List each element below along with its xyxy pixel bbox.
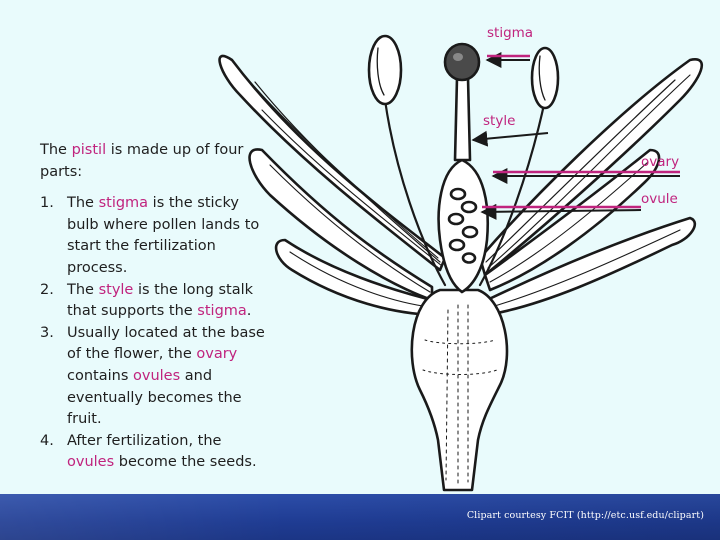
receptacle [412,290,507,490]
list-text: . [247,303,252,319]
description-panel: The pistil is made up of four parts: 1. T… [40,140,272,474]
label-style: style [483,113,515,129]
list-item: 1.The stigma is the sticky bulb where po… [40,193,272,279]
ovule-4 [463,227,477,237]
term-ovules: ovules [67,454,114,470]
flower-outline [220,36,702,490]
list-number: 1. [40,193,54,215]
term-pistil: pistil [72,142,107,158]
ovule-6 [463,254,475,263]
stigma-bulb [445,44,479,80]
label-ovary: ovary [641,154,679,170]
ovule-2 [462,202,476,212]
list-text: The [67,195,99,211]
intro-pre: The [40,142,72,158]
list-number: 3. [40,323,54,345]
anther-left [369,36,401,104]
parts-list: 1.The stigma is the sticky bulb where po… [40,193,272,474]
label-ovule: ovule [641,191,678,207]
label-stigma: stigma [487,25,533,41]
term-stigma: stigma [197,303,246,319]
ovary-body [439,160,488,292]
ovule-3 [449,214,463,224]
list-text: contains [67,368,133,384]
term-ovules: ovules [133,368,180,384]
term-stigma: stigma [99,195,148,211]
list-item: 2.The style is the long stalk that suppo… [40,280,272,323]
style-stalk [455,78,470,160]
ovule-5 [450,240,464,250]
clipart-credit: Clipart courtesy FCIT (http://etc.usf.ed… [467,510,704,521]
list-text: After fertilization, the [67,433,221,449]
list-item: 3.Usually located at the base of the flo… [40,323,272,431]
term-ovary: ovary [196,346,237,362]
footer-bar: Clipart courtesy FCIT (http://etc.usf.ed… [0,494,720,540]
list-text: become the seeds. [114,454,256,470]
list-item: 4. After fertilization, the ovules become… [40,431,272,474]
term-style: style [99,282,134,298]
list-text: The [67,282,99,298]
list-number: 4. [40,431,54,453]
arrow-ovule [482,210,641,212]
ovule-1 [451,189,465,199]
list-number: 2. [40,280,54,302]
intro-text: The pistil is made up of four parts: [40,140,272,183]
